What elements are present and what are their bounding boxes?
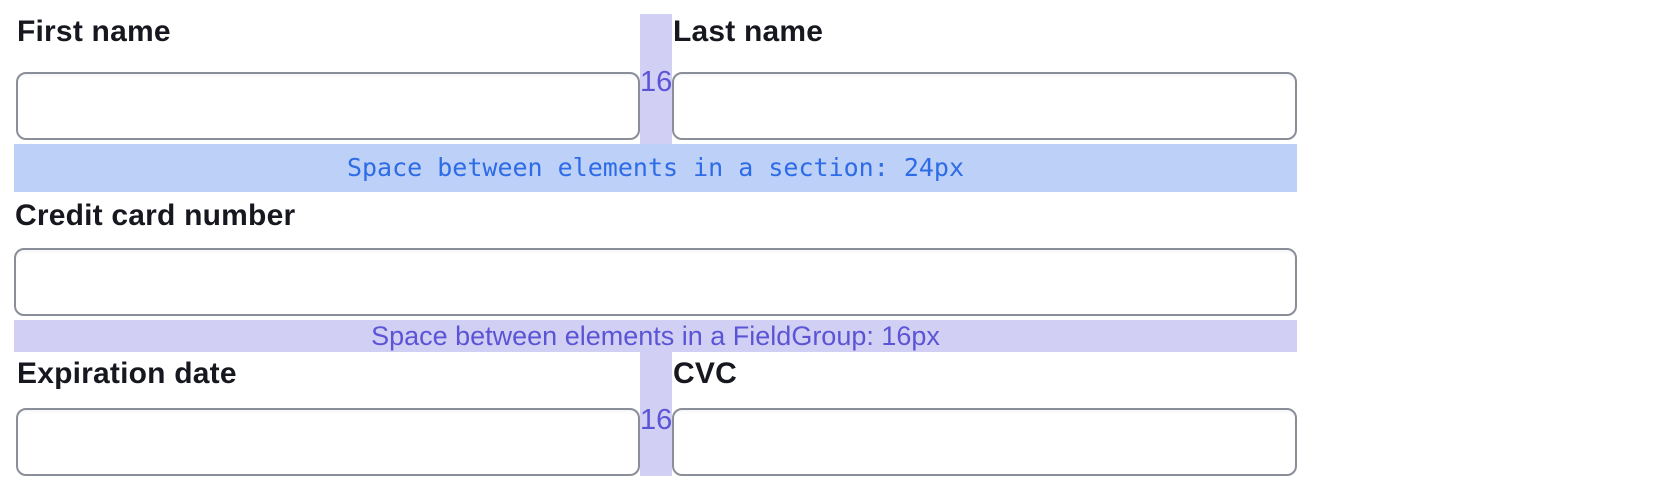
column-gap-highlight-top: 16 xyxy=(640,14,672,144)
card-number-section: Credit card number xyxy=(14,198,1297,316)
column-gap-size-label: 16 xyxy=(640,404,673,436)
fieldgroup-spacing-annotation-text: Space between elements in a FieldGroup: … xyxy=(371,321,940,351)
first-name-label: First name xyxy=(17,15,171,48)
first-name-field: First name xyxy=(14,14,640,140)
expiration-date-field: Expiration date xyxy=(14,356,640,476)
last-name-label: Last name xyxy=(673,15,824,48)
spacing-diagram: 16 First name Last name Space between el… xyxy=(14,0,1297,476)
last-name-input[interactable] xyxy=(672,72,1297,140)
cvc-field: CVC xyxy=(672,356,1297,476)
name-section: 16 First name Last name xyxy=(14,0,1297,144)
expiry-cvc-field-row: Expiration date CVC xyxy=(14,356,1297,476)
expiration-date-label: Expiration date xyxy=(17,357,237,390)
fieldgroup-spacing-annotation: Space between elements in a FieldGroup: … xyxy=(14,320,1297,352)
cvc-label: CVC xyxy=(673,357,737,390)
name-field-row: First name Last name xyxy=(14,14,1297,140)
card-number-label: Credit card number xyxy=(15,199,296,232)
cvc-input[interactable] xyxy=(672,408,1297,476)
section-spacing-annotation: Space between elements in a section: 24p… xyxy=(14,144,1297,192)
expiration-date-input[interactable] xyxy=(16,408,640,476)
first-name-input[interactable] xyxy=(16,72,640,140)
card-number-input[interactable] xyxy=(14,248,1297,316)
section-spacing-annotation-text: Space between elements in a section: 24p… xyxy=(346,153,965,182)
column-gap-size-label: 16 xyxy=(640,66,673,98)
last-name-field: Last name xyxy=(672,14,1297,140)
expiry-cvc-section: 16 Expiration date CVC xyxy=(14,352,1297,476)
column-gap-highlight-bottom: 16 xyxy=(640,352,672,476)
